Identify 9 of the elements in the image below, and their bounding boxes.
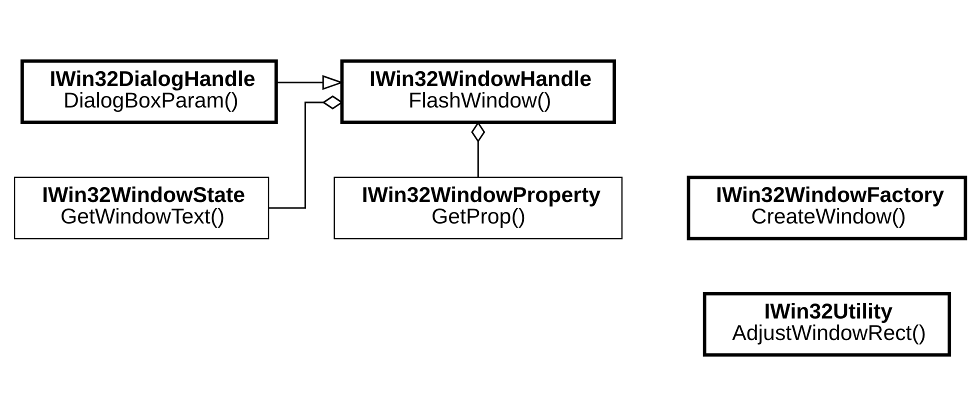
- node-box: IWin32DialogHandle DialogBoxParam(): [20, 59, 278, 124]
- connector: [268, 95, 344, 209]
- node-box: IWin32WindowProperty GetProp(): [334, 176, 623, 240]
- connector: [471, 122, 486, 178]
- arrow: [276, 75, 344, 90]
- node-box: IWin32WindowHandle FlashWindow(): [340, 59, 616, 124]
- node-box: IWin32WindowState GetWindowText(): [14, 176, 270, 240]
- node-box: IWin32WindowFactory CreateWindow(): [686, 176, 968, 240]
- node-box: IWin32Utility AdjustWindowRect(): [702, 292, 952, 357]
